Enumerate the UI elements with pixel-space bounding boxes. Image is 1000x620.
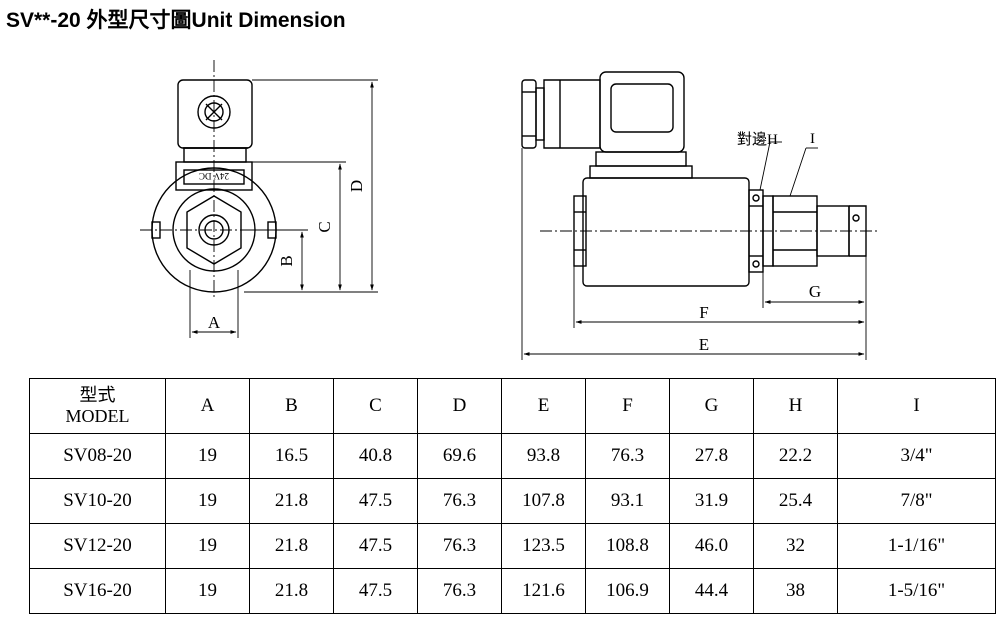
header-d: D	[417, 378, 502, 434]
cell-g: 27.8	[669, 433, 754, 479]
cell-h: 25.4	[753, 478, 838, 524]
coil-marking: 24V DC	[199, 171, 229, 181]
cell-e: 123.5	[501, 523, 586, 569]
cell-c: 47.5	[333, 568, 418, 614]
dim-label-f: F	[699, 303, 708, 322]
cell-a: 19	[165, 568, 250, 614]
dim-label-i: I	[810, 131, 815, 147]
table-row: SV12-20 19 21.8 47.5 76.3 123.5 108.8 46…	[29, 523, 996, 569]
cell-b: 16.5	[249, 433, 334, 479]
cell-model: SV16-20	[29, 568, 166, 614]
cell-i: 7/8"	[837, 478, 996, 524]
cell-g: 46.0	[669, 523, 754, 569]
dim-label-e: E	[699, 335, 709, 354]
header-b: B	[249, 378, 334, 434]
cell-h: 32	[753, 523, 838, 569]
cell-d: 76.3	[417, 478, 502, 524]
cell-f: 106.9	[585, 568, 670, 614]
cell-f: 93.1	[585, 478, 670, 524]
dimension-table: 型式 MODEL A B C D E F G H I SV08-20 19 16…	[29, 378, 996, 614]
header-model: 型式 MODEL	[29, 378, 166, 434]
cell-a: 19	[165, 478, 250, 524]
table-row: SV10-20 19 21.8 47.5 76.3 107.8 93.1 31.…	[29, 478, 996, 524]
cell-g: 44.4	[669, 568, 754, 614]
header-f: F	[585, 378, 670, 434]
cell-d: 69.6	[417, 433, 502, 479]
cell-a: 19	[165, 433, 250, 479]
page-title: SV**-20 外型尺寸圖Unit Dimension	[6, 9, 346, 32]
table-row: SV16-20 19 21.8 47.5 76.3 121.6 106.9 44…	[29, 568, 996, 614]
cable-gland	[521, 79, 537, 149]
cell-e: 107.8	[501, 478, 586, 524]
cell-i: 1-1/16"	[837, 523, 996, 569]
cell-c: 40.8	[333, 433, 418, 479]
cell-g: 31.9	[669, 478, 754, 524]
front-view	[140, 60, 378, 338]
cell-h: 38	[753, 568, 838, 614]
header-i: I	[837, 378, 996, 434]
header-g: G	[669, 378, 754, 434]
cell-c: 47.5	[333, 478, 418, 524]
cell-model: SV12-20	[29, 523, 166, 569]
cell-e: 121.6	[501, 568, 586, 614]
dim-label-d: D	[347, 180, 366, 192]
cell-model: SV10-20	[29, 478, 166, 524]
connector-plug	[177, 79, 253, 149]
dim-label-h: 對邊H	[737, 131, 778, 148]
header-a: A	[165, 378, 250, 434]
cell-b: 21.8	[249, 523, 334, 569]
table-header-row: 型式 MODEL A B C D E F G H I	[29, 378, 996, 434]
header-h: H	[753, 378, 838, 434]
header-c: C	[333, 378, 418, 434]
dim-label-b: B	[277, 255, 296, 266]
cell-d: 76.3	[417, 568, 502, 614]
cell-d: 76.3	[417, 523, 502, 569]
cell-f: 108.8	[585, 523, 670, 569]
dim-label-g: G	[809, 282, 821, 301]
cell-i: 3/4"	[837, 433, 996, 479]
side-view	[521, 71, 880, 360]
cell-a: 19	[165, 523, 250, 569]
table-row: SV08-20 19 16.5 40.8 69.6 93.8 76.3 27.8…	[29, 433, 996, 479]
coil-side-body	[582, 177, 750, 287]
dimension-drawing: 24V DC A B C D	[140, 60, 880, 360]
cell-f: 76.3	[585, 433, 670, 479]
cell-b: 21.8	[249, 568, 334, 614]
cell-b: 21.8	[249, 478, 334, 524]
cell-c: 47.5	[333, 523, 418, 569]
header-model-zh: 型式	[79, 385, 116, 405]
dim-label-c: C	[315, 221, 334, 232]
dim-label-a: A	[208, 313, 221, 332]
cell-e: 93.8	[501, 433, 586, 479]
cell-h: 22.2	[753, 433, 838, 479]
header-e: E	[501, 378, 586, 434]
cell-i: 1-5/16"	[837, 568, 996, 614]
cell-model: SV08-20	[29, 433, 166, 479]
header-model-en: MODEL	[65, 406, 130, 426]
